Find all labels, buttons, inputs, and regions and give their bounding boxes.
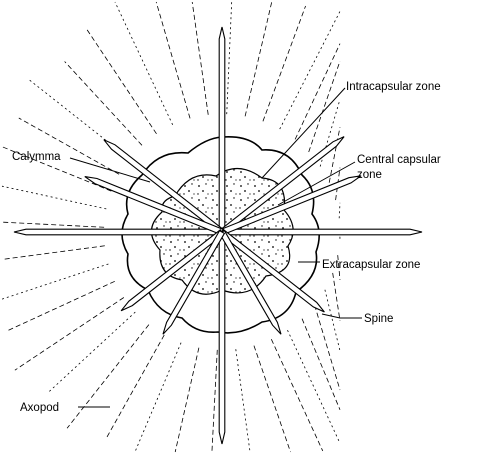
- axopod-line: [287, 330, 340, 443]
- label-intracapsular-zone: Intracapsular zone: [346, 81, 441, 93]
- spine-rod: [219, 232, 225, 444]
- spine-rod: [14, 229, 222, 235]
- axopod-line: [325, 290, 340, 351]
- axopod-line: [227, 2, 232, 114]
- axopod-line: [65, 62, 142, 146]
- axopod-line: [67, 325, 149, 429]
- axopod-line: [280, 11, 340, 129]
- spine-rod: [219, 27, 225, 232]
- axopod-line: [135, 343, 181, 452]
- leader-spine: [322, 314, 362, 318]
- axopod-line: [302, 319, 340, 410]
- label-central-capsular-zone: zone: [357, 169, 382, 181]
- axopod-line: [333, 273, 340, 321]
- axopod-line: [2, 222, 104, 227]
- axopod-line: [19, 118, 119, 174]
- axopod-line: [309, 61, 340, 152]
- label-extracapsular-zone: Extracapsular zone: [322, 259, 420, 271]
- axopod-line: [329, 127, 340, 183]
- label-spine: Spine: [364, 313, 393, 325]
- axopod-line: [236, 349, 250, 452]
- axopod-line: [271, 339, 322, 451]
- axopod-line: [175, 348, 199, 452]
- axopod-line: [87, 29, 157, 134]
- label-calymma: Calymma: [12, 151, 61, 163]
- spine-rod: [222, 229, 422, 235]
- axopod-line: [2, 264, 108, 299]
- axopod-line: [2, 186, 106, 209]
- axopod-line: [115, 2, 173, 125]
- axopod-line: [295, 44, 340, 140]
- axopod-line: [8, 281, 115, 330]
- axopod-line: [254, 346, 291, 452]
- axopod-line: [106, 335, 165, 440]
- axopod-line: [212, 350, 217, 452]
- axopod-line: [15, 297, 124, 370]
- axopod-line: [339, 203, 340, 218]
- axopod-line: [2, 246, 105, 260]
- axopod-line: [263, 6, 306, 121]
- axopod-line: [192, 2, 208, 115]
- label-central-capsular: Central capsular: [357, 154, 441, 166]
- axopod-line: [48, 312, 135, 393]
- axopod-line: [315, 305, 340, 390]
- axopod-line: [245, 2, 272, 116]
- label-axopod: Axopod: [20, 402, 59, 414]
